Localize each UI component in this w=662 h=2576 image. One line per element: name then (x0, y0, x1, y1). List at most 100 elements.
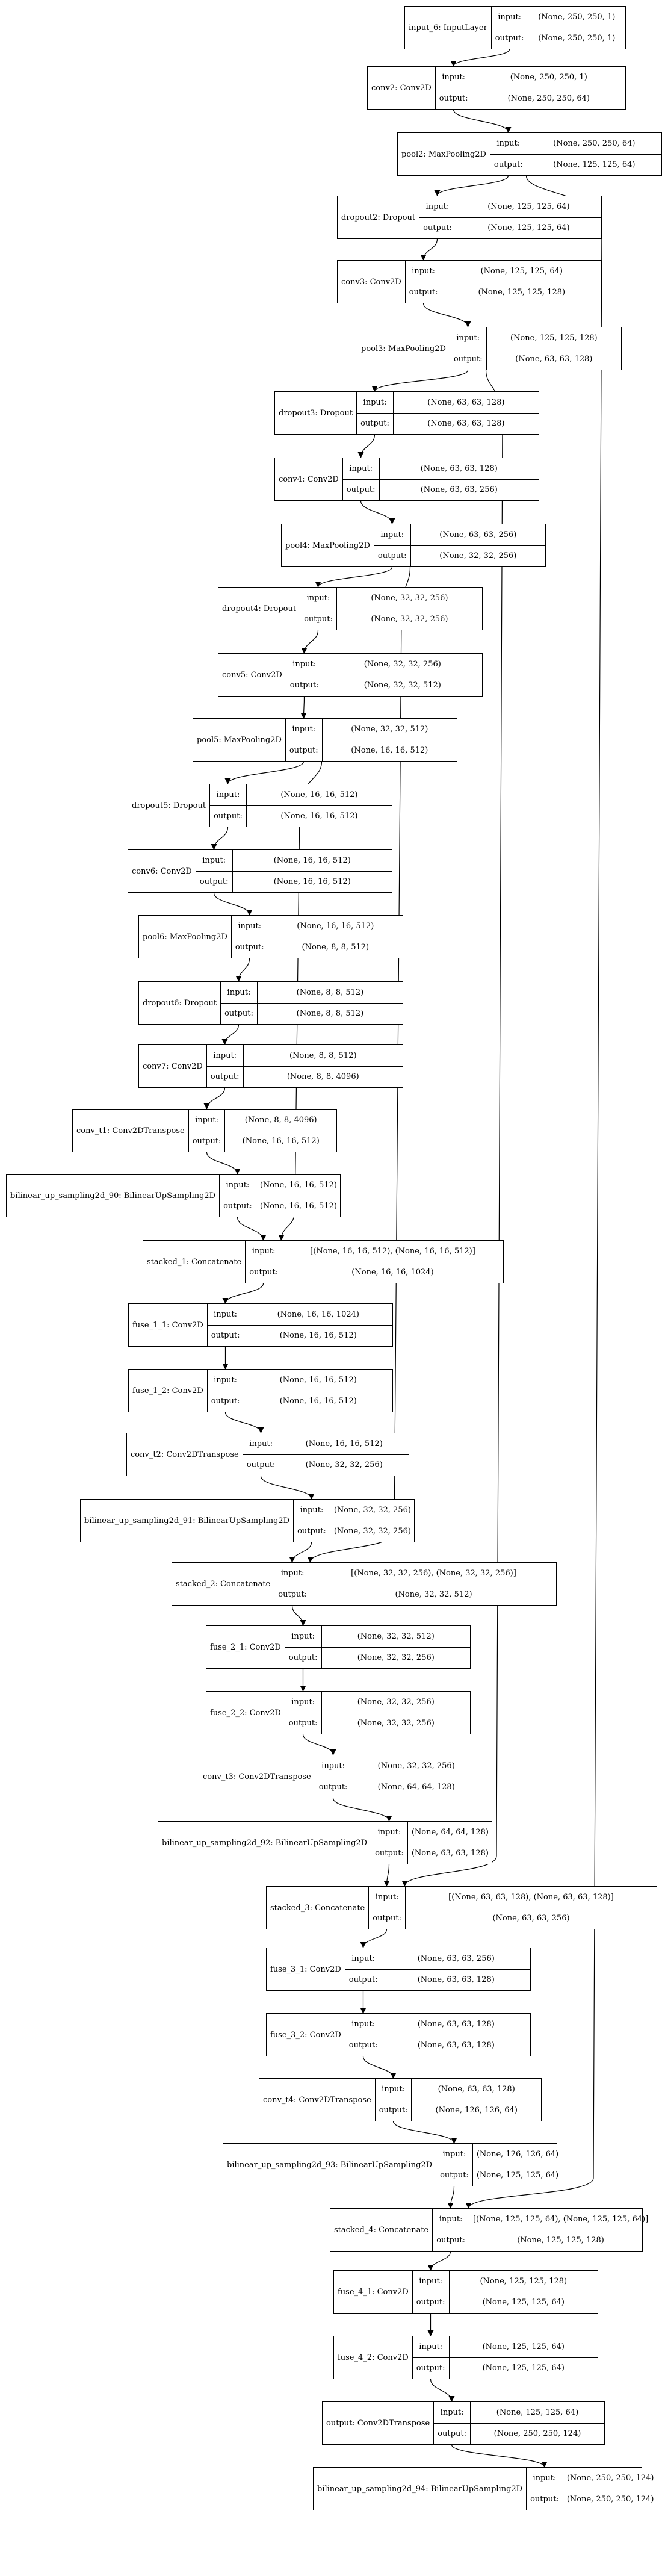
layer-name: pool5: MaxPooling2D (193, 719, 286, 761)
input-shape: [(None, 16, 16, 512), (None, 16, 16, 512… (282, 1241, 503, 1262)
output-shape: (None, 16, 16, 512) (273, 877, 351, 887)
output-port-label: output: (278, 1590, 307, 1600)
input-shape: (None, 16, 16, 512) (232, 850, 392, 872)
output-shape: (None, 250, 250, 124) (566, 2495, 654, 2504)
output-port-label: output: (289, 746, 318, 756)
input-port-label: input: (210, 784, 246, 806)
input-port-label: input: (412, 2336, 449, 2358)
output-shape: (None, 125, 125, 128) (478, 288, 566, 297)
output-port-label: output: (423, 223, 452, 233)
input-shape: (None, 125, 125, 128) (486, 327, 621, 349)
layer-name: conv3: Conv2D (338, 261, 406, 303)
layer-name: input_6: InputLayer (405, 7, 492, 49)
layer-name: dropout2: Dropout (338, 196, 420, 238)
output-port-label: output: (436, 2236, 465, 2245)
input-port-label: input: (434, 2402, 470, 2424)
edge-arrow (300, 696, 307, 719)
output-port-label: output: (224, 1009, 253, 1019)
input-port-label: input: (246, 1241, 282, 1262)
output-shape: (None, 8, 8, 512) (296, 1009, 364, 1019)
layer-name: stacked_1: Concatenate (143, 1241, 246, 1283)
layer-name: fuse_2_2: Conv2D (206, 1692, 285, 1734)
output-shape: (None, 16, 16, 512) (280, 812, 358, 821)
output-port-label: output: (288, 1653, 318, 1663)
input-port-label: input: (285, 719, 322, 740)
input-port-label: input: (345, 1948, 382, 1970)
input-port-label: input: (206, 1045, 243, 1067)
edge-arrow (291, 1605, 306, 1626)
output-port-label: output: (438, 2429, 466, 2439)
input-port-label: input: (527, 2468, 563, 2489)
output-port-label: output: (211, 1331, 240, 1341)
output-shape: (None, 8, 8, 512) (302, 943, 370, 952)
output-shape: (None, 125, 125, 128) (517, 2236, 604, 2245)
input-port-label: input: (490, 133, 527, 155)
input-port-label: input: (207, 1370, 244, 1391)
layer-name: fuse_3_1: Conv2D (267, 1948, 345, 1990)
input-port-label: input: (369, 1887, 405, 1908)
input-port-label: input: (357, 392, 393, 414)
input-port-label: input: (412, 2271, 449, 2292)
layer-name: bilinear_up_sampling2d_92: BilinearUpSam… (158, 1822, 372, 1864)
input-port-label: input: (450, 327, 486, 349)
output-shape: (None, 32, 32, 256) (333, 1527, 411, 1536)
output-shape: (None, 63, 63, 128) (417, 1975, 495, 1985)
input-shape: [(None, 125, 125, 64), (None, 125, 125, … (469, 2209, 652, 2230)
input-shape: (None, 63, 63, 256) (410, 524, 545, 546)
input-port-label: input: (220, 1175, 256, 1196)
layer-name: fuse_4_1: Conv2D (334, 2271, 413, 2313)
output-shape: (None, 63, 63, 256) (420, 485, 498, 495)
input-shape: (None, 16, 16, 512) (279, 1433, 409, 1455)
output-shape: (None, 250, 250, 124) (493, 2429, 581, 2439)
output-shape: (None, 16, 16, 512) (259, 1202, 337, 1211)
output-port-label: output: (416, 2298, 445, 2308)
layer-name: fuse_1_2: Conv2D (129, 1370, 208, 1412)
output-shape: (None, 32, 32, 256) (371, 615, 448, 624)
layer-name: conv5: Conv2D (218, 654, 286, 696)
edge-arrow (224, 761, 305, 784)
input-shape: (None, 16, 16, 1024) (244, 1304, 392, 1326)
input-shape: (None, 8, 8, 4096) (225, 1110, 336, 1131)
input-shape: [(None, 63, 63, 128), (None, 63, 63, 128… (405, 1887, 657, 1908)
input-shape: (None, 16, 16, 512) (244, 1370, 392, 1391)
edge-arrow (221, 1024, 240, 1045)
layer-name: dropout6: Dropout (139, 982, 221, 1024)
input-port-label: input: (345, 2014, 382, 2035)
output-shape: (None, 125, 125, 64) (482, 2298, 565, 2308)
input-shape: (None, 63, 63, 128) (393, 392, 539, 414)
output-shape: (None, 64, 64, 128) (377, 1783, 455, 1792)
edge-arrow (206, 1152, 241, 1175)
edge-arrow (434, 175, 509, 196)
edge-arrow (420, 238, 438, 261)
layer-name: conv_t4: Conv2DTranspose (259, 2079, 376, 2121)
layer-name: bilinear_up_sampling2d_91: BilinearUpSam… (81, 1500, 294, 1542)
edge-arrow (302, 1734, 336, 1755)
input-shape: (None, 125, 125, 64) (456, 196, 601, 218)
output-shape: (None, 63, 63, 128) (411, 1849, 489, 1858)
layer-name: conv_t1: Conv2DTranspose (73, 1110, 189, 1152)
output-shape: (None, 63, 63, 256) (492, 1914, 570, 1923)
layer-name: bilinear_up_sampling2d_90: BilinearUpSam… (7, 1175, 220, 1217)
input-shape: (None, 125, 125, 128) (449, 2271, 598, 2292)
input-shape: (None, 8, 8, 512) (243, 1045, 403, 1067)
input-port-label: input: (315, 1755, 351, 1777)
layer-node-bilinear-92: bilinear_up_sampling2d_92: BilinearUpSam… (158, 1821, 492, 1864)
edge-arrow (260, 1476, 315, 1500)
input-shape: (None, 32, 32, 256) (336, 588, 482, 609)
layer-name: conv_t3: Conv2DTranspose (199, 1755, 315, 1798)
output-port-label: output: (246, 1460, 276, 1470)
layer-name: pool6: MaxPooling2D (139, 916, 232, 958)
output-shape: (None, 125, 125, 64) (553, 160, 636, 170)
output-port-label: output: (453, 355, 483, 364)
output-shape: (None, 63, 63, 128) (417, 2041, 495, 2050)
